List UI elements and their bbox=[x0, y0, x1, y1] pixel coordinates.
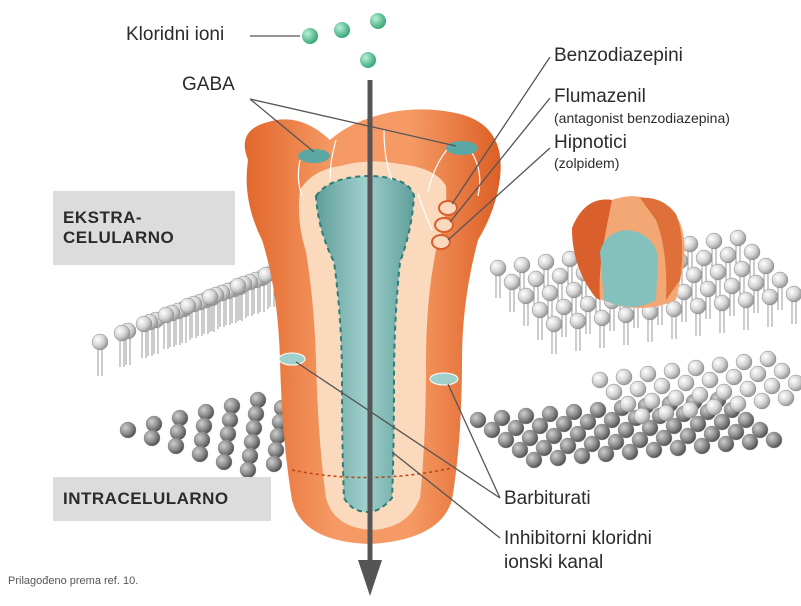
barbiturate-site-left bbox=[279, 353, 305, 365]
label-barbiturates: Barbiturati bbox=[504, 488, 591, 510]
gaba-site-right bbox=[446, 141, 478, 155]
label-hypnotics: Hipnotici bbox=[554, 132, 627, 154]
region-extracellular: EKSTRA- CELULARNO bbox=[53, 191, 235, 265]
label-gaba: GABA bbox=[182, 74, 235, 96]
chloride-ion bbox=[334, 22, 350, 38]
label-hypnotics-note: (zolpidem) bbox=[554, 155, 619, 171]
label-channel-line1: Inhibitorni kloridni bbox=[504, 528, 652, 550]
small-receptor bbox=[572, 196, 685, 308]
chloride-ion bbox=[360, 52, 376, 68]
label-benzodiazepines: Benzodiazepini bbox=[554, 45, 683, 67]
label-flumazenil: Flumazenil bbox=[554, 86, 646, 108]
label-chloride-ions: Kloridni ioni bbox=[126, 24, 224, 46]
region-intracellular: INTRACELULARNO bbox=[53, 477, 271, 521]
region-extracellular-line2: CELULARNO bbox=[63, 228, 174, 248]
region-extracellular-line1: EKSTRA- bbox=[63, 208, 142, 228]
chloride-ion bbox=[302, 28, 318, 44]
label-channel-line2: ionski kanal bbox=[504, 552, 603, 574]
region-intracellular-label: INTRACELULARNO bbox=[63, 489, 229, 509]
receptor-body bbox=[245, 109, 501, 544]
footnote: Prilagođeno prema ref. 10. bbox=[8, 575, 138, 587]
chloride-ions bbox=[302, 13, 386, 68]
gaba-site-left bbox=[298, 149, 330, 163]
label-flumazenil-note: (antagonist benzodiazepina) bbox=[554, 110, 730, 126]
barbiturate-site-right bbox=[430, 373, 458, 385]
chloride-ion bbox=[370, 13, 386, 29]
